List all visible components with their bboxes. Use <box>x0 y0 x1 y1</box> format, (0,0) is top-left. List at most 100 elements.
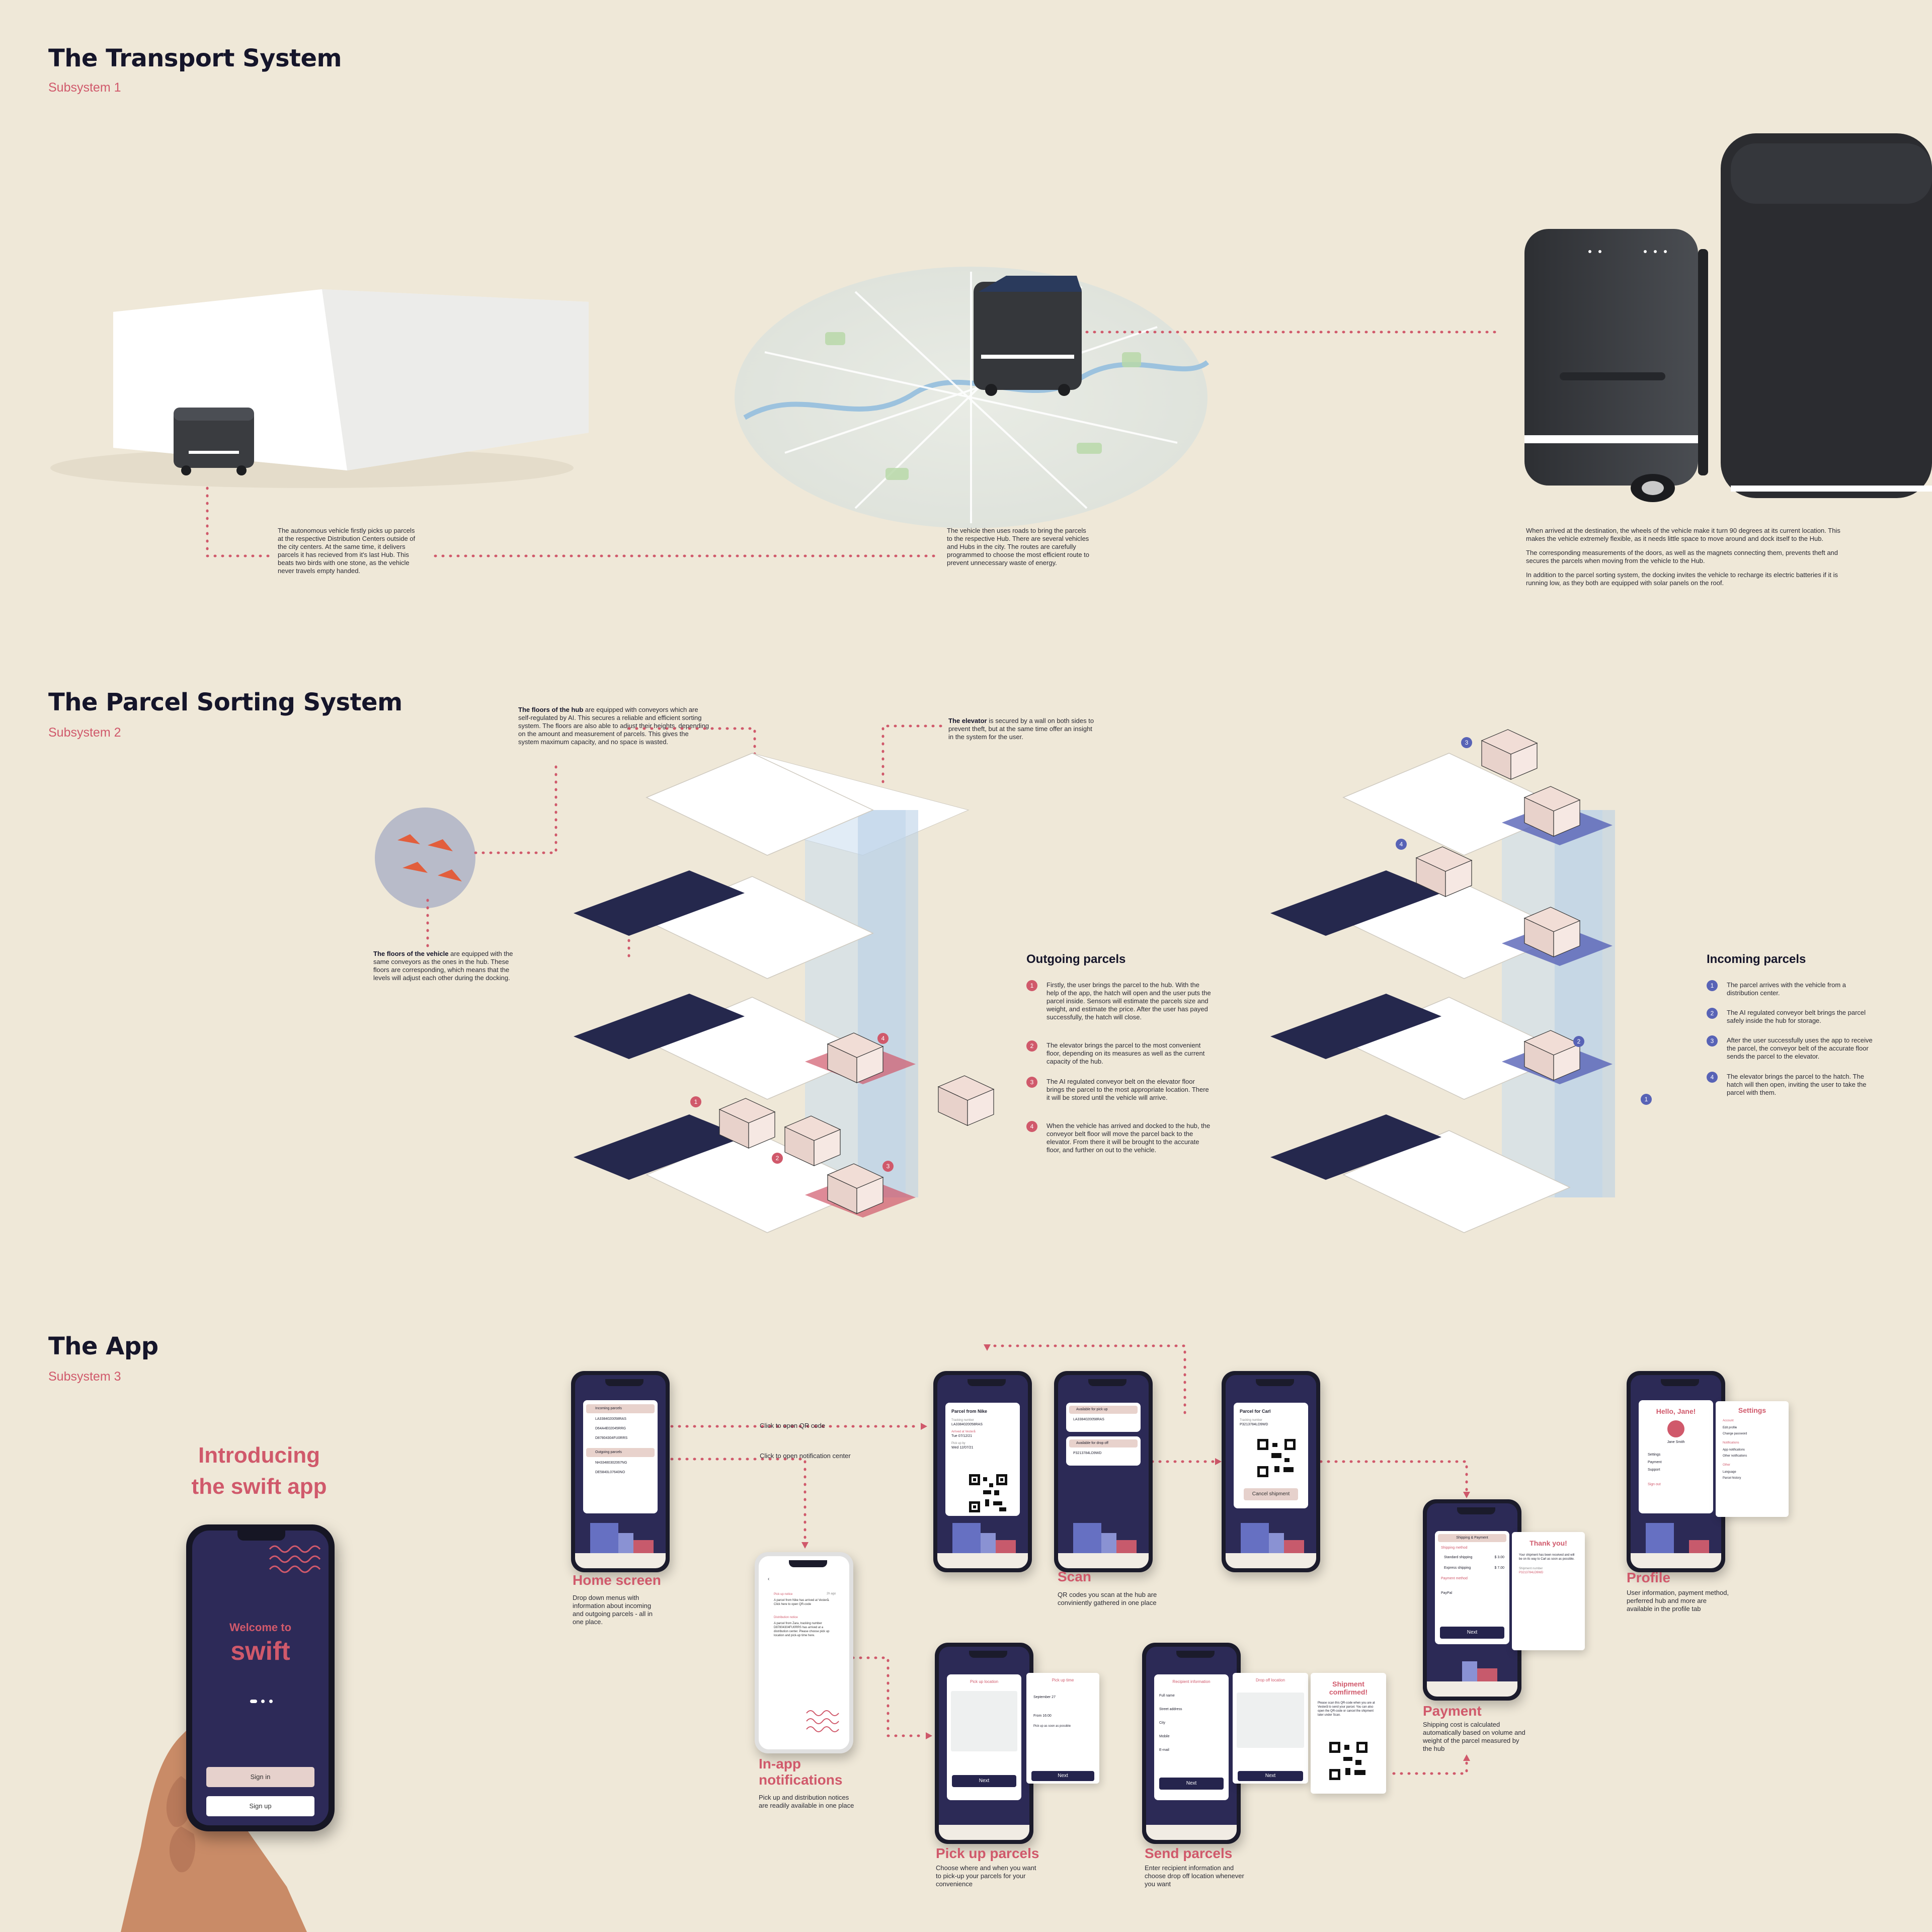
pickup-date: Wed 12/07/21 <box>951 1446 974 1450</box>
transport-text-3: When arrived at the destination, the whe… <box>1526 527 1843 593</box>
tracking-in-2[interactable]: D64A4E02045RRG <box>595 1427 626 1430</box>
step-number: 4 <box>1707 1072 1718 1083</box>
next-button[interactable]: Next <box>1159 1778 1224 1790</box>
dropoff-qr-card: Parcel for Carl Tracking number P3213784… <box>1234 1403 1308 1508</box>
intro-screen: Welcome to swift Sign in Sign up <box>192 1531 329 1825</box>
settings-change-password[interactable]: Change password <box>1723 1432 1747 1435</box>
tab-bar[interactable] <box>1226 1553 1316 1568</box>
street-field[interactable]: Street address <box>1159 1708 1182 1711</box>
full-name-field[interactable]: Full name <box>1159 1694 1175 1698</box>
payment-method-label: Payment method <box>1441 1577 1468 1580</box>
pickup-card[interactable]: Available for pick up LA3384020058RAS <box>1066 1403 1141 1432</box>
settings-edit-profile[interactable]: Edit profile <box>1723 1426 1737 1429</box>
next-button[interactable]: Next <box>1238 1771 1303 1781</box>
tab-bar[interactable] <box>575 1553 666 1568</box>
asap-checkbox[interactable]: Pick up as soon as possible <box>1033 1725 1071 1728</box>
settings-parcel-history[interactable]: Parcel history <box>1723 1477 1741 1480</box>
step-text: The elevator brings the parcel to the ha… <box>1727 1073 1867 1096</box>
tracking-in-3[interactable]: D87804304FU0RRS <box>595 1436 628 1440</box>
parcel-list-card: Incoming parcels LA3384020058RAS D64A4E0… <box>583 1400 658 1513</box>
scan-qr-phone: Parcel from Nike Tracking number LA33840… <box>933 1371 1032 1572</box>
pickup-location-title: Pick up location <box>970 1679 999 1684</box>
mobile-field[interactable]: Mobile <box>1159 1735 1170 1738</box>
profile-item-support[interactable]: Support <box>1648 1468 1660 1472</box>
profile-item-settings[interactable]: Settings <box>1648 1453 1661 1457</box>
notif-body-2[interactable]: A parcel from Zara, tracking number D878… <box>774 1622 830 1637</box>
pickup-phone: Pick up location Next <box>935 1643 1033 1844</box>
incoming-step-4: 4 The elevator brings the parcel to the h… <box>1707 1072 1878 1097</box>
sign-in-button[interactable]: Sign in <box>206 1767 314 1787</box>
home-title: Home screen <box>573 1572 661 1588</box>
pickup-time-popup: Pick up time September 27 From 16:00 Pic… <box>1026 1673 1099 1784</box>
tab-bar[interactable] <box>939 1825 1029 1840</box>
profile-screen: Hello, Jane! Jane Smith Settings Payment… <box>1631 1375 1721 1568</box>
cancel-shipment-button[interactable]: Cancel shipment <box>1244 1488 1298 1500</box>
settings-other: Other <box>1723 1464 1731 1467</box>
thank-you-popup: Thank you! Your shipment has been receiv… <box>1512 1532 1585 1650</box>
tab-bar[interactable] <box>1631 1553 1721 1568</box>
shipment-number-label: Shipment number <box>1519 1567 1543 1570</box>
dropoff-qr-phone: Parcel for Carl Tracking number P3213784… <box>1222 1371 1320 1572</box>
paypal-select[interactable]: PayPal <box>1441 1591 1453 1595</box>
svg-text:4: 4 <box>1400 841 1403 848</box>
sign-up-button[interactable]: Sign up <box>206 1796 314 1816</box>
month-select[interactable]: September 27 <box>1033 1696 1056 1699</box>
settings-other-notifications[interactable]: Other notifications <box>1723 1455 1747 1458</box>
arrived-label: Arrived at Vesterå <box>951 1430 976 1433</box>
map-preview[interactable] <box>951 1691 1017 1751</box>
next-button[interactable]: Next <box>952 1775 1016 1787</box>
home-phone: Incoming parcels LA3384020058RAS D64A4E0… <box>571 1371 670 1572</box>
notif-screen: ‹ Pick up notice A parcel from Nike has … <box>759 1556 849 1749</box>
express-option[interactable]: Express shipping $ 7.00 <box>1444 1566 1509 1570</box>
email-field[interactable]: E-mail <box>1159 1748 1169 1752</box>
sorting-subtitle: Subsystem 2 <box>48 726 121 740</box>
tab-bar[interactable] <box>1058 1553 1149 1568</box>
scan-list-screen: Available for pick up LA3384020058RAS Av… <box>1058 1375 1149 1568</box>
city-field[interactable]: City <box>1159 1721 1166 1725</box>
vehicle-floors-body: are equipped with the same conveyors as … <box>373 950 513 982</box>
profile-phone: Hello, Jane! Jane Smith Settings Payment… <box>1627 1371 1725 1572</box>
qr-code-icon[interactable] <box>1256 1438 1297 1478</box>
qr-code-icon[interactable] <box>968 1473 1008 1513</box>
next-button[interactable]: Next <box>1440 1627 1504 1639</box>
notif-body-1[interactable]: A parcel from Nike has arrived at Vester… <box>774 1599 830 1606</box>
tab-bar[interactable] <box>937 1553 1028 1568</box>
standard-price: $ 3.00 <box>1494 1556 1504 1559</box>
profile-item-payment[interactable]: Payment <box>1648 1461 1662 1464</box>
next-button[interactable]: Next <box>1031 1771 1094 1781</box>
tracking-in-1[interactable]: LA3384020058RAS <box>595 1417 626 1421</box>
settings-language[interactable]: Language <box>1723 1471 1736 1474</box>
intro-line-1: Introducing <box>198 1443 320 1468</box>
hub-floors-body: are equipped with conveyors which are se… <box>518 706 709 746</box>
settings-app-notifications[interactable]: App notifications <box>1723 1448 1745 1452</box>
time-select[interactable]: From 16:00 <box>1033 1714 1052 1718</box>
notif-title-2[interactable]: Distribution notice <box>774 1616 798 1619</box>
incoming-header[interactable]: Incoming parcels <box>586 1404 655 1413</box>
outgoing-header[interactable]: Outgoing parcels <box>586 1448 655 1457</box>
tracking-out-2[interactable]: DE5840L07640NO <box>595 1471 625 1474</box>
back-icon[interactable]: ‹ <box>768 1576 770 1582</box>
confirmed-text: Please scan this QR-code when you are at… <box>1318 1702 1375 1717</box>
tab-bar[interactable] <box>1146 1825 1237 1840</box>
step-number: 4 <box>1026 1121 1037 1132</box>
confirmed-line-1: Shipment <box>1332 1680 1364 1688</box>
sorting-illustration: 1 2 3 4 3 4 2 1 <box>375 725 1652 1233</box>
step-text: The elevator brings the parcel to the mo… <box>1046 1041 1205 1065</box>
tab-bar[interactable] <box>1427 1681 1517 1697</box>
dropoff-card[interactable]: Available for drop off P3213784LD9WD <box>1066 1436 1141 1466</box>
notif-title-line-2: notifications <box>759 1772 843 1788</box>
tracking-out-1[interactable]: NH33480302067NG <box>595 1461 627 1465</box>
hub-floors-text: The floors of the hub are equipped with … <box>518 706 709 746</box>
app-flow-lines <box>670 1344 1470 1775</box>
qr-code-icon[interactable] <box>1328 1741 1369 1781</box>
payment-phone: Shipping & Payment Shipping method Stand… <box>1423 1499 1521 1701</box>
notch <box>605 1379 643 1386</box>
standard-option[interactable]: Standard shipping $ 3.00 <box>1444 1556 1509 1559</box>
shipment-number-value: P3213784LD9WD <box>1519 1571 1544 1574</box>
avatar[interactable] <box>1667 1420 1684 1437</box>
map-vehicle <box>974 276 1082 396</box>
map-preview[interactable] <box>1237 1693 1304 1748</box>
notif-title-1[interactable]: Pick up notice <box>774 1593 793 1596</box>
pickup-location-card: Pick up location Next <box>947 1674 1021 1800</box>
sign-out-link[interactable]: Sign out <box>1648 1483 1661 1486</box>
